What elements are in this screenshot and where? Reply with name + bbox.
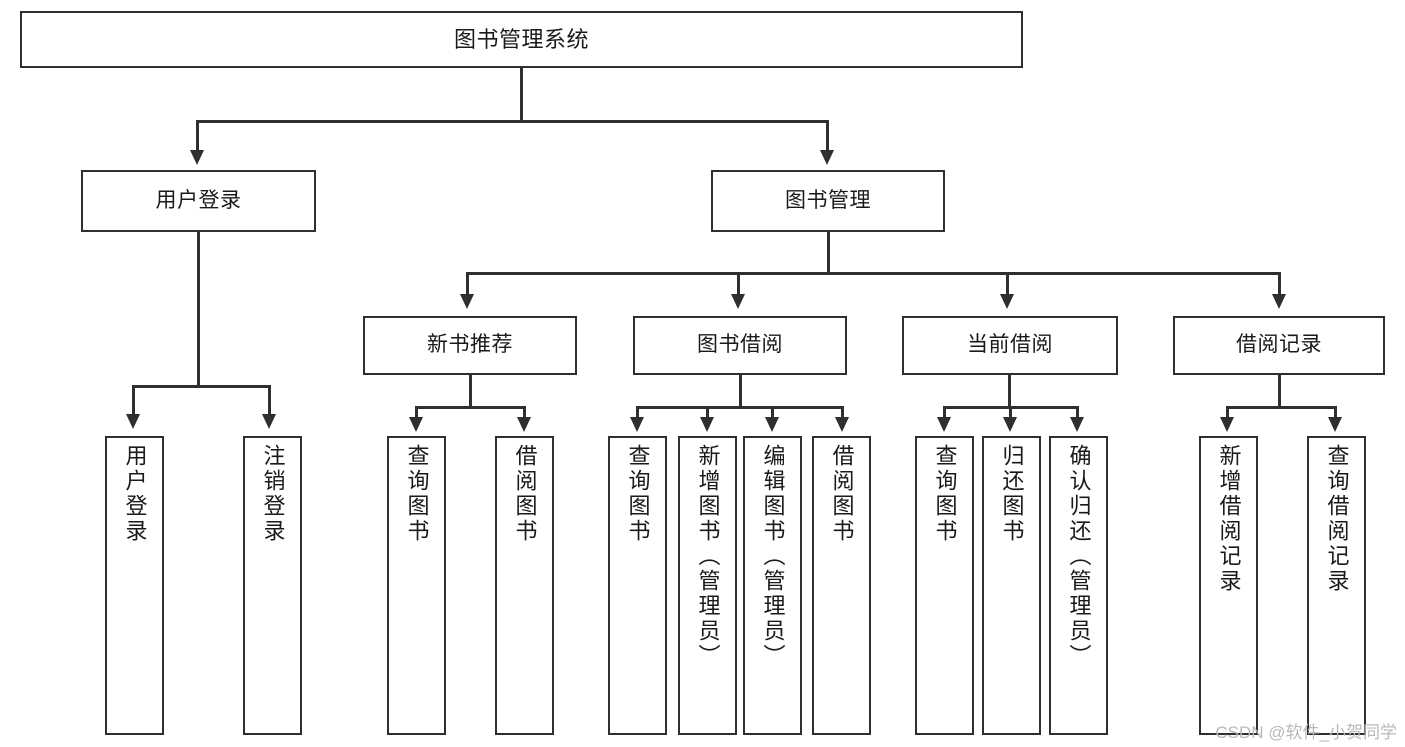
arrow-to-book-management <box>820 150 834 165</box>
node-new-book-recommend[interactable]: 新书推荐 <box>363 316 577 375</box>
node-label: 图书借阅 <box>697 333 783 357</box>
connector-newbook-drop-2 <box>523 406 526 418</box>
arrow-to-leaf-query-book-1 <box>409 417 423 432</box>
node-label: 确认归还（管理员） <box>1066 444 1092 669</box>
connector-bookborrow-stem <box>739 375 742 408</box>
connector-bookborrow-drop-2 <box>706 406 709 418</box>
connector-currentborrow-stem <box>1008 375 1011 408</box>
leaf-add-borrow-record[interactable]: 新增借阅记录 <box>1199 436 1258 735</box>
connector-currentborrow-drop-3 <box>1076 406 1079 418</box>
arrow-to-current-borrow <box>1000 294 1014 309</box>
connector-root-drop-right <box>826 120 829 150</box>
leaf-add-book-admin[interactable]: 新增图书（管理员） <box>678 436 737 735</box>
connector-currentborrow-drop-2 <box>1009 406 1012 418</box>
node-label: 查询借阅记录 <box>1324 444 1350 594</box>
connector-borrowrecord-stem <box>1278 375 1281 408</box>
node-root-system[interactable]: 图书管理系统 <box>20 11 1023 68</box>
arrow-to-leaf-return-book <box>1003 417 1017 432</box>
connector-bookmgmt-drop-3 <box>1006 272 1009 294</box>
connector-bookborrow-bus <box>636 406 843 409</box>
connector-bookborrow-drop-4 <box>841 406 844 418</box>
arrow-to-leaf-add-record <box>1220 417 1234 432</box>
leaf-confirm-return-admin[interactable]: 确认归还（管理员） <box>1049 436 1108 735</box>
leaf-query-book-newbook[interactable]: 查询图书 <box>387 436 446 735</box>
node-borrow-record[interactable]: 借阅记录 <box>1173 316 1385 375</box>
arrow-to-leaf-confirm-return <box>1070 417 1084 432</box>
connector-userlogin-stem <box>197 232 200 387</box>
connector-bookmgmt-stem <box>827 232 830 274</box>
connector-bookmgmt-drop-2 <box>737 272 740 294</box>
connector-borrowrecord-bus <box>1226 406 1336 409</box>
leaf-borrow-book[interactable]: 借阅图书 <box>812 436 871 735</box>
node-label: 用户登录 <box>122 444 148 544</box>
node-label: 编辑图书（管理员） <box>760 444 786 669</box>
leaf-edit-book-admin[interactable]: 编辑图书（管理员） <box>743 436 802 735</box>
node-label: 借阅图书 <box>829 444 855 544</box>
connector-borrowrecord-drop-2 <box>1334 406 1337 418</box>
leaf-logout[interactable]: 注销登录 <box>243 436 302 735</box>
connector-newbook-stem <box>469 375 472 408</box>
node-label: 借阅图书 <box>512 444 538 544</box>
connector-currentborrow-drop-1 <box>943 406 946 418</box>
arrow-to-leaf-user-login <box>126 414 140 429</box>
leaf-query-book-borrow[interactable]: 查询图书 <box>608 436 667 735</box>
arrow-to-leaf-query-record <box>1328 417 1342 432</box>
node-label: 借阅记录 <box>1236 333 1322 357</box>
leaf-user-login[interactable]: 用户登录 <box>105 436 164 735</box>
connector-root-stem <box>520 68 523 121</box>
arrow-to-leaf-query-book-2 <box>630 417 644 432</box>
arrow-to-leaf-add-book <box>700 417 714 432</box>
connector-newbook-bus <box>415 406 525 409</box>
node-user-login[interactable]: 用户登录 <box>81 170 316 232</box>
node-label: 查询图书 <box>404 444 430 544</box>
connector-userlogin-drop-2 <box>268 385 271 415</box>
arrow-to-new-book-recommend <box>460 294 474 309</box>
arrow-to-leaf-edit-book <box>765 417 779 432</box>
leaf-borrow-book-newbook[interactable]: 借阅图书 <box>495 436 554 735</box>
leaf-query-book-current[interactable]: 查询图书 <box>915 436 974 735</box>
node-label: 用户登录 <box>155 188 242 212</box>
arrow-to-leaf-borrow-book-2 <box>835 417 849 432</box>
connector-bookmgmt-bus <box>466 272 1280 275</box>
node-label: 新书推荐 <box>427 333 513 357</box>
node-label: 新增借阅记录 <box>1216 444 1242 594</box>
arrow-to-book-borrow <box>731 294 745 309</box>
node-label: 注销登录 <box>260 444 286 544</box>
node-book-borrow[interactable]: 图书借阅 <box>633 316 847 375</box>
watermark-text: CSDN @软件_小贺同学 <box>1215 723 1397 742</box>
connector-userlogin-bus <box>132 385 270 388</box>
connector-userlogin-drop-1 <box>132 385 135 415</box>
connector-bookborrow-drop-3 <box>771 406 774 418</box>
connector-bookmgmt-drop-1 <box>466 272 469 294</box>
arrow-to-leaf-borrow-book-1 <box>517 417 531 432</box>
arrow-to-leaf-query-book-3 <box>937 417 951 432</box>
node-label: 归还图书 <box>999 444 1025 544</box>
leaf-query-borrow-record[interactable]: 查询借阅记录 <box>1307 436 1366 735</box>
node-label: 当前借阅 <box>967 333 1053 357</box>
node-label: 图书管理系统 <box>453 26 589 52</box>
leaf-return-book[interactable]: 归还图书 <box>982 436 1041 735</box>
arrow-to-user-login <box>190 150 204 165</box>
node-label: 查询图书 <box>932 444 958 544</box>
node-label: 新增图书（管理员） <box>695 444 721 669</box>
node-current-borrow[interactable]: 当前借阅 <box>902 316 1118 375</box>
node-label: 查询图书 <box>625 444 651 544</box>
connector-newbook-drop-1 <box>415 406 418 418</box>
arrow-to-leaf-logout <box>262 414 276 429</box>
arrow-to-borrow-record <box>1272 294 1286 309</box>
connector-bookmgmt-drop-4 <box>1278 272 1281 294</box>
node-book-management[interactable]: 图书管理 <box>711 170 945 232</box>
node-label: 图书管理 <box>785 188 871 212</box>
connector-bookborrow-drop-1 <box>636 406 639 418</box>
connector-borrowrecord-drop-1 <box>1226 406 1229 418</box>
connector-root-bus <box>196 120 828 123</box>
connector-root-drop-left <box>196 120 199 150</box>
